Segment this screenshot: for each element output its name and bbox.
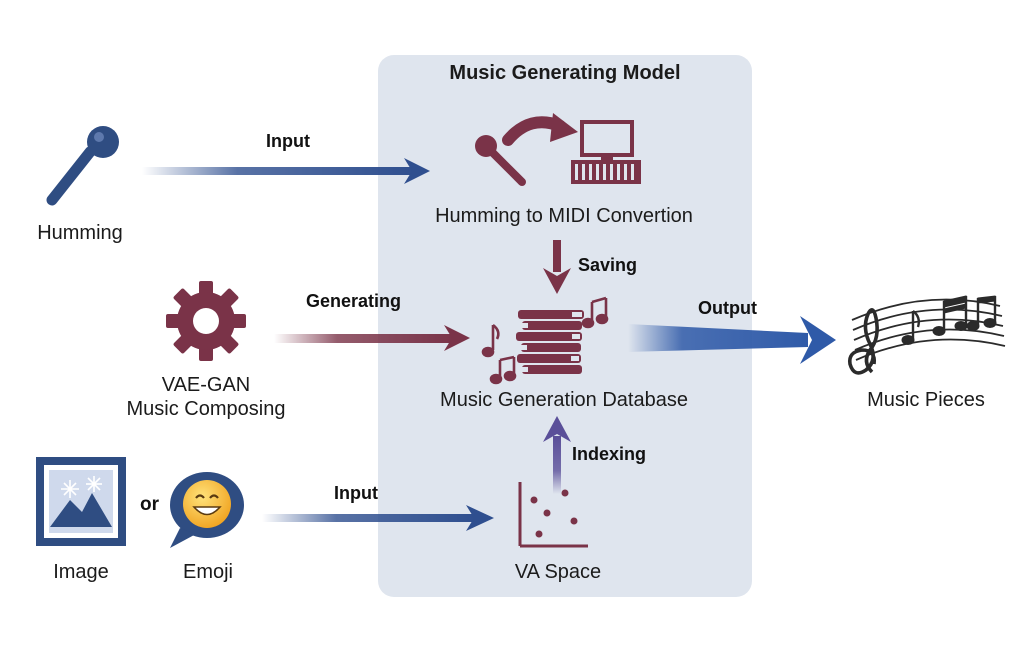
model-title: Music Generating Model — [449, 62, 681, 84]
database-books-icon — [516, 310, 584, 374]
gear-icon — [166, 281, 246, 361]
database-label: Music Generation Database — [440, 389, 688, 411]
edge-label-input-humming: Input — [266, 131, 310, 151]
vae-gan-label: VAE-GAN Music Composing — [106, 373, 306, 421]
image-label: Image — [53, 561, 109, 583]
arrow-input-to-va-space — [262, 505, 494, 531]
arrow-humming-to-midi — [142, 158, 430, 184]
va-space-scatter-icon — [518, 482, 588, 548]
humming-to-midi-icon — [475, 113, 641, 186]
edge-label-indexing: Indexing — [572, 444, 647, 464]
edge-label-input-image: Input — [334, 483, 378, 503]
arrow-saving — [543, 240, 571, 294]
emoji-icon — [170, 472, 244, 548]
arrow-output — [628, 316, 836, 364]
music-pieces-label: Music Pieces — [867, 389, 985, 411]
music-note-icon — [481, 296, 609, 385]
treble-clef-icon — [847, 308, 879, 375]
va-space-label: VA Space — [514, 561, 602, 583]
edge-label-saving: Saving — [578, 255, 638, 275]
humming-label: Humming — [37, 222, 123, 244]
edge-label-generating: Generating — [306, 291, 402, 311]
music-staff-icon — [851, 298, 1006, 361]
midi-conversion-label: Humming to MIDI Convertion — [435, 205, 693, 227]
music-notes-icon — [901, 295, 997, 345]
or-label: or — [140, 494, 159, 515]
vae-gan-label-line2: Music Composing — [126, 398, 286, 420]
edge-label-output: Output — [698, 298, 757, 318]
arrow-indexing — [543, 416, 571, 494]
vae-gan-label-line1: VAE-GAN — [161, 374, 251, 396]
arrow-generating-to-database — [274, 325, 470, 351]
image-frame-icon — [36, 457, 126, 546]
microphone-icon — [46, 126, 119, 206]
emoji-label: Emoji — [182, 561, 233, 583]
